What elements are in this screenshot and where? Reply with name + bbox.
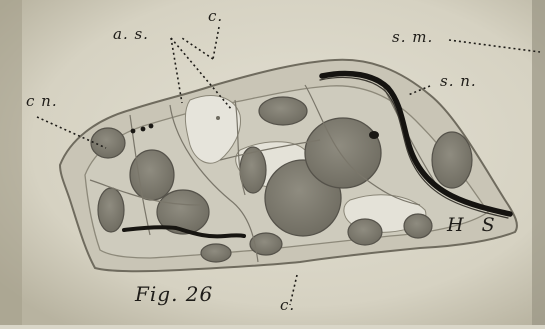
- label-as: a. s.: [113, 27, 149, 42]
- label-c-top: c.: [208, 9, 223, 24]
- figure-caption: Fig. 26: [135, 284, 213, 304]
- nucleus: [98, 188, 124, 232]
- granule: [369, 131, 379, 139]
- granule: [149, 124, 154, 129]
- label-hs: H S: [447, 216, 501, 235]
- label-cn: c n.: [26, 94, 58, 109]
- nucleus: [348, 219, 382, 245]
- granule: [216, 116, 220, 120]
- nucleus: [404, 214, 432, 238]
- granule: [141, 127, 146, 132]
- nucleus: [259, 97, 307, 125]
- nucleus: [432, 132, 472, 188]
- granule: [131, 129, 136, 134]
- label-sm: s. m.: [392, 30, 433, 45]
- label-sn: s. n.: [440, 74, 477, 89]
- right-edge-shadow: [532, 0, 545, 325]
- left-shadow: [0, 0, 22, 325]
- label-c-bottom: c.: [280, 298, 295, 313]
- nucleus: [305, 118, 381, 188]
- nucleus: [91, 128, 125, 158]
- nucleus: [201, 244, 231, 262]
